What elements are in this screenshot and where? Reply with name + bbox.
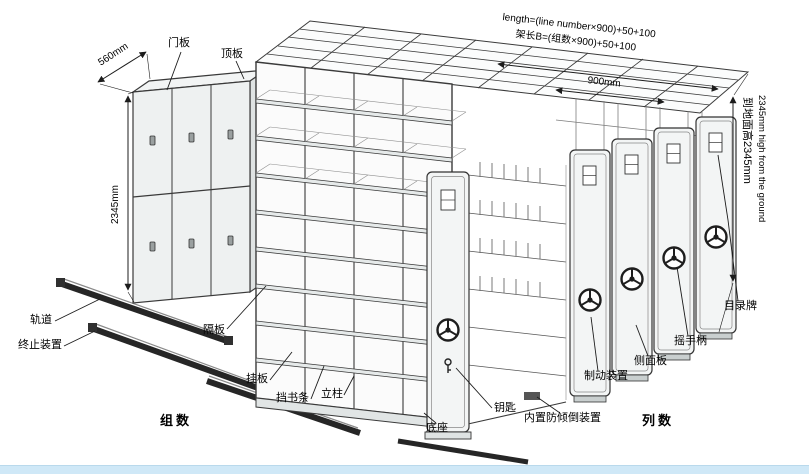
panel-base	[615, 374, 649, 382]
label-ground-height-en: 2345mm high from the ground	[756, 95, 767, 223]
label-rail: 轨道	[30, 314, 52, 326]
label-ground-height-cn: 到地面高2345mm	[741, 97, 753, 184]
leader-side-panel	[635, 324, 649, 357]
crank-wheel-icon	[704, 225, 728, 249]
label-height-left: 2345mm	[110, 185, 121, 224]
rail-highlight	[63, 278, 229, 338]
rail-end-stop-block	[56, 278, 65, 287]
leader-door-panel	[166, 51, 182, 91]
rail-highlight	[95, 323, 271, 389]
panel-base	[424, 431, 472, 440]
end-panel-4	[653, 127, 695, 361]
leader-base	[423, 412, 437, 424]
leader-end-stop	[63, 330, 96, 347]
leader-key	[455, 367, 493, 409]
rail-end-stop-block	[224, 336, 233, 345]
rail-line	[397, 438, 529, 465]
crank-wheel-icon	[578, 288, 602, 312]
cabinet-unit	[130, 68, 269, 304]
end-panel-2	[569, 149, 611, 403]
aisle-shelves	[467, 162, 567, 425]
dimension-900	[555, 87, 665, 105]
leader-brake	[590, 316, 599, 372]
label-side-panel: 侧面板	[634, 355, 667, 367]
leader-book-stop	[310, 365, 325, 400]
caption-row-count: 列数	[642, 413, 675, 428]
label-shelf-board: 隔板	[203, 324, 225, 336]
label-book-stop: 挡书条	[276, 392, 309, 404]
caption-group-count: 组数	[160, 413, 193, 428]
anti-tip-device-block	[524, 392, 540, 400]
dimension-length	[497, 61, 719, 92]
label-door-panel: 门板	[168, 37, 190, 49]
leader-shelf-board	[226, 285, 267, 330]
stored-files	[479, 162, 541, 297]
rail-line	[92, 326, 274, 396]
label-hang-board: 挂板	[246, 373, 268, 385]
label-crank: 摇手柄	[674, 335, 707, 347]
label-anti-tip: 内置防倾倒装置	[524, 412, 601, 424]
rail-line	[61, 281, 231, 345]
leader-catalog	[717, 154, 739, 302]
end-panel-1	[424, 171, 472, 440]
label-end-stop: 终止装置	[18, 339, 62, 351]
label-base: 底座	[426, 422, 448, 434]
bottom-strip	[0, 465, 809, 474]
open-shelving-unit	[255, 61, 467, 430]
crank-wheel-icon	[662, 246, 686, 270]
key-icon	[444, 358, 452, 373]
label-key: 钥匙	[494, 402, 516, 414]
dimension-lines	[97, 51, 749, 333]
leader-crank	[676, 266, 689, 337]
panel-base	[699, 332, 733, 340]
shelf-boards	[255, 98, 453, 385]
label-brake: 制动装置	[584, 370, 628, 382]
rail-end-stop-block	[88, 323, 97, 332]
label-upright: 立柱	[321, 388, 343, 400]
dimension-560	[97, 51, 147, 83]
door-handles	[149, 129, 234, 252]
label-top-panel: 顶板	[221, 48, 243, 60]
leader-hang-board	[269, 351, 293, 381]
leader-upright	[343, 375, 355, 396]
label-catalog: 目录牌	[724, 300, 757, 312]
end-panel-5	[695, 116, 737, 340]
leader-top-panel	[235, 60, 245, 80]
end-panel-3	[611, 138, 653, 382]
crank-wheel-icon	[436, 318, 460, 342]
crank-wheel-icon	[620, 267, 644, 291]
panel-base	[573, 395, 607, 403]
panel-base	[657, 353, 691, 361]
leader-anti-tip	[536, 396, 561, 414]
end-panels	[424, 98, 737, 440]
leader-lines	[54, 51, 739, 424]
leader-rail	[54, 298, 101, 322]
